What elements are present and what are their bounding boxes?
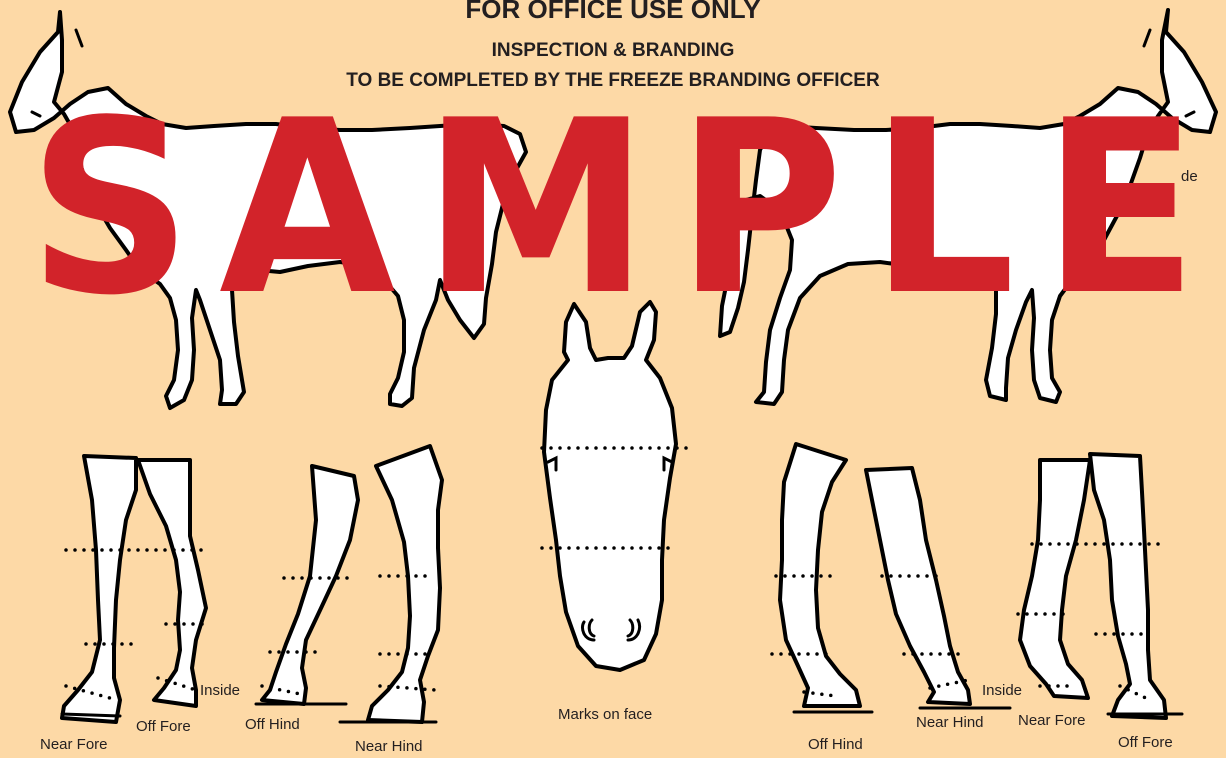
near-hind-leg-right xyxy=(866,468,1010,708)
label-off-hind-right: Off Hind xyxy=(808,736,863,753)
horse-near-side-silhouette xyxy=(10,12,526,408)
label-off-fore-right: Off Fore xyxy=(1118,734,1173,751)
label-inside-right: Inside xyxy=(982,682,1022,699)
off-fore-leg-left xyxy=(138,460,206,706)
off-fore-leg-right xyxy=(1090,454,1182,718)
horse-off-side-silhouette xyxy=(720,10,1216,404)
near-fore-leg-left xyxy=(62,456,136,722)
label-near-hind-left: Near Hind xyxy=(355,738,423,755)
label-near-hind-right: Near Hind xyxy=(916,714,984,731)
label-inside-left: Inside xyxy=(200,682,240,699)
off-hind-leg-right xyxy=(780,444,872,712)
label-off-hind-left: Off Hind xyxy=(245,716,300,733)
label-near-fore-right: Near Fore xyxy=(1018,712,1086,729)
label-off-fore-left: Off Fore xyxy=(136,718,191,735)
label-marks-on-face: Marks on face xyxy=(558,706,652,723)
right-horse-partial-label: de xyxy=(1181,168,1198,185)
horse-face-silhouette xyxy=(544,302,676,670)
off-hind-leg-left xyxy=(256,466,358,704)
label-near-fore-left: Near Fore xyxy=(40,736,108,753)
near-fore-leg-right xyxy=(1020,460,1090,698)
